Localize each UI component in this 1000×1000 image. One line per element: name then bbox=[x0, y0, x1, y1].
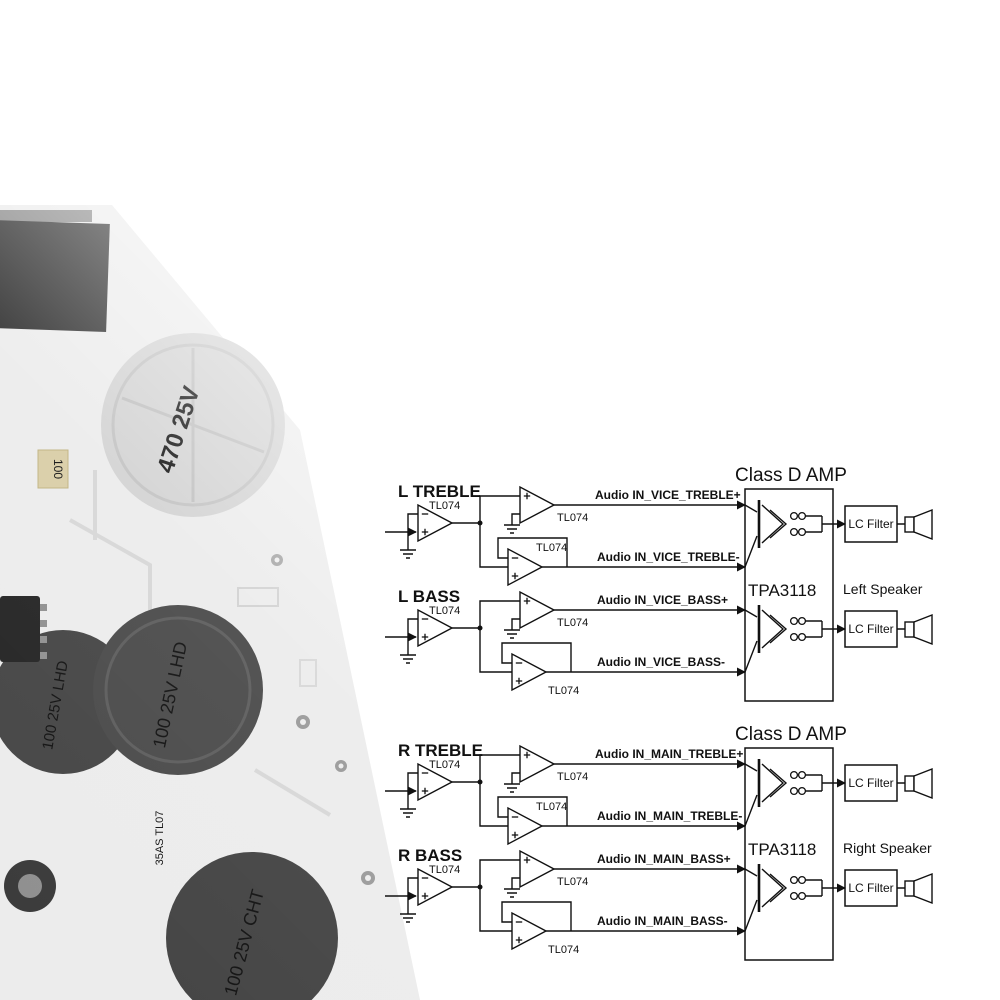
speaker-label: Right Speaker bbox=[843, 840, 932, 856]
opamp-part-label: TL074 bbox=[548, 944, 579, 956]
channel-left: Class D AMP bbox=[385, 465, 933, 702]
junction-dot bbox=[477, 625, 483, 631]
class-d-amp-title: Class D AMP bbox=[735, 465, 847, 486]
input-name-bass: L BASS bbox=[398, 587, 460, 606]
lc-filter-label: LC Filter bbox=[848, 622, 893, 636]
lc-filter-box bbox=[844, 869, 898, 907]
signal-label: Audio IN_VICE_TREBLE- bbox=[597, 550, 740, 564]
lc-filter-label: LC Filter bbox=[848, 881, 893, 895]
opamp-part-label: TL074 bbox=[429, 500, 460, 512]
signal-label: Audio IN_VICE_BASS+ bbox=[597, 593, 728, 607]
opamp-part-label: TL074 bbox=[557, 771, 588, 783]
channel-right: Class D AMP bbox=[385, 724, 933, 961]
wires bbox=[407, 495, 905, 673]
signal-label: Audio IN_MAIN_BASS- bbox=[597, 914, 728, 928]
junction-dot bbox=[477, 520, 483, 526]
opamp-part-label: TL074 bbox=[429, 864, 460, 876]
amp-chip-label: TPA3118 bbox=[748, 840, 816, 859]
class-d-amp-title: Class D AMP bbox=[735, 724, 847, 745]
opamp-part-label: TL074 bbox=[429, 759, 460, 771]
opamp-part-label: TL074 bbox=[536, 801, 567, 813]
amp-chip-label: TPA3118 bbox=[748, 581, 816, 600]
opamp-part-label: TL074 bbox=[557, 876, 588, 888]
opamp-part-label: TL074 bbox=[429, 605, 460, 617]
opamp-part-label: TL074 bbox=[557, 512, 588, 524]
input-name-treble: R TREBLE bbox=[398, 741, 483, 760]
opamp-part-label: TL074 bbox=[557, 617, 588, 629]
speaker-label: Left Speaker bbox=[843, 581, 923, 597]
wires bbox=[407, 754, 905, 932]
signal-label: Audio IN_VICE_TREBLE+ bbox=[595, 488, 741, 502]
signal-label: Audio IN_MAIN_TREBLE+ bbox=[595, 747, 743, 761]
junction-dot bbox=[477, 884, 483, 890]
lc-filter-box bbox=[844, 505, 898, 543]
input-name-treble: L TREBLE bbox=[398, 482, 481, 501]
signal-label: Audio IN_MAIN_BASS+ bbox=[597, 852, 731, 866]
junction-dot bbox=[477, 779, 483, 785]
lc-filter-label: LC Filter bbox=[848, 776, 893, 790]
input-name-bass: R BASS bbox=[398, 846, 462, 865]
signal-label: Audio IN_VICE_BASS- bbox=[597, 655, 725, 669]
signal-label: Audio IN_MAIN_TREBLE- bbox=[597, 809, 742, 823]
opamp-part-label: TL074 bbox=[536, 542, 567, 554]
lc-filter-label: LC Filter bbox=[848, 517, 893, 531]
opamp-part-label: TL074 bbox=[548, 685, 579, 697]
